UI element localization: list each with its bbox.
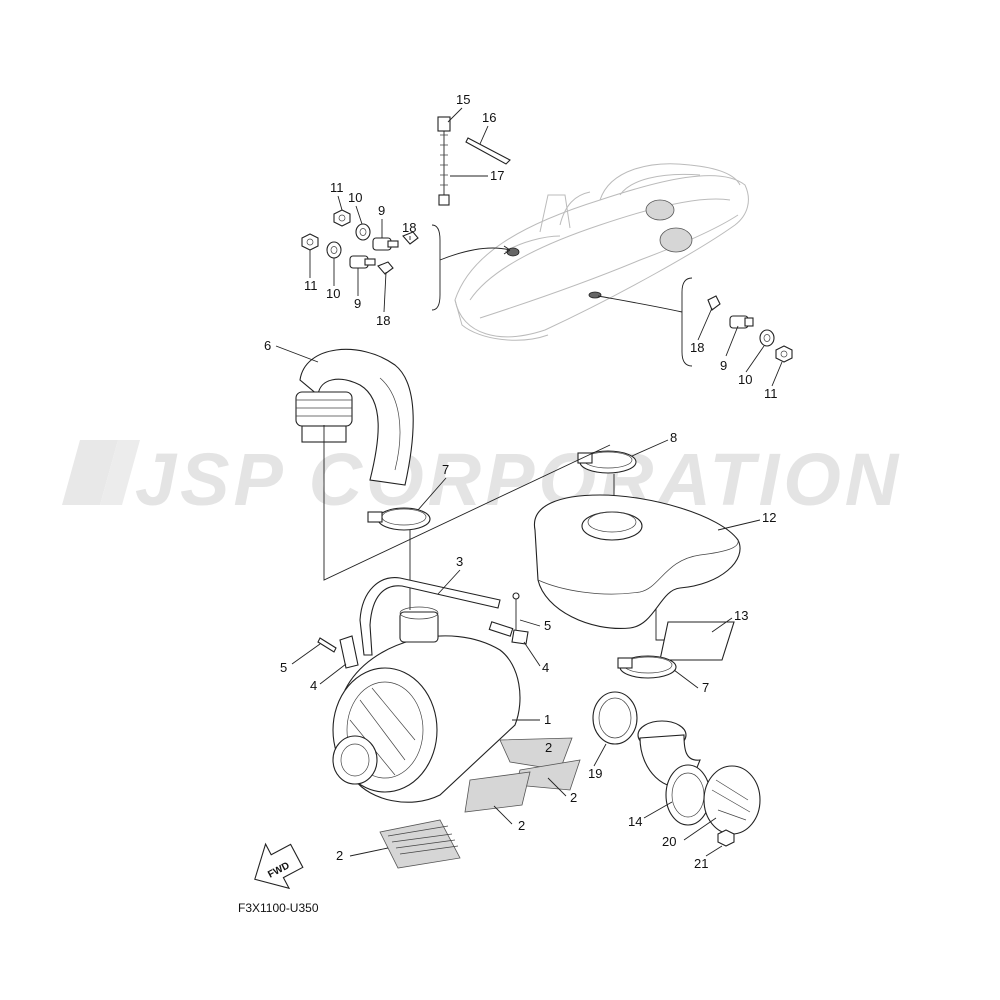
outlet-elbow xyxy=(637,720,711,826)
callout-11-bottom: 11 xyxy=(304,278,318,293)
callout-15: 15 xyxy=(456,92,470,107)
callout-10-right: 10 xyxy=(738,372,752,387)
watermark-text: JSP CORPORATION xyxy=(135,438,902,521)
callout-2-top: 2 xyxy=(545,740,552,755)
callout-10-top: 10 xyxy=(348,190,362,205)
strap xyxy=(359,577,514,656)
fastener-group-right xyxy=(707,295,793,363)
cable-tie-assembly xyxy=(437,116,511,206)
callout-7-upper: 7 xyxy=(442,462,449,477)
hose-clamp-lower xyxy=(617,655,677,679)
callout-1: 1 xyxy=(544,712,551,727)
callout-5-right: 5 xyxy=(544,618,551,633)
callout-4-right: 4 xyxy=(542,660,549,675)
callout-9-bottom: 9 xyxy=(354,296,361,311)
retaining-ring xyxy=(592,691,638,745)
pad xyxy=(659,621,735,661)
callout-11-right: 11 xyxy=(764,386,778,401)
callout-2-middle: 2 xyxy=(518,818,525,833)
diagram-code: F3X1100-U350 xyxy=(238,901,319,915)
callout-9-right: 9 xyxy=(720,358,727,373)
watercraft-outline xyxy=(454,163,749,341)
callout-16: 16 xyxy=(482,110,496,125)
callout-20: 20 xyxy=(662,834,676,849)
bracket-pieces xyxy=(317,592,529,669)
callouts: 15 16 17 11 10 9 18 11 10 9 18 18 9 10 1… xyxy=(264,92,783,871)
hose-clamp-upper xyxy=(367,507,431,531)
screen-disc xyxy=(703,765,761,835)
callout-8: 8 xyxy=(670,430,677,445)
callout-2-left: 2 xyxy=(336,848,343,863)
callout-17: 17 xyxy=(490,168,504,183)
airbox-body xyxy=(332,606,521,803)
callout-19: 19 xyxy=(588,766,602,781)
callout-18-bottom: 18 xyxy=(376,313,390,328)
callout-4-left: 4 xyxy=(310,678,317,693)
callout-13: 13 xyxy=(734,608,748,623)
callout-2-right: 2 xyxy=(570,790,577,805)
callout-9-top: 9 xyxy=(378,203,385,218)
callout-6: 6 xyxy=(264,338,271,353)
callout-21: 21 xyxy=(694,856,708,871)
hose-clamp-8 xyxy=(577,450,637,474)
watermark: JSP CORPORATION xyxy=(62,438,902,521)
callout-10-bottom: 10 xyxy=(326,286,340,301)
callout-11-top: 11 xyxy=(330,180,344,195)
callout-12: 12 xyxy=(762,510,776,525)
callout-3: 3 xyxy=(456,554,463,569)
fastener-group-left xyxy=(301,209,419,275)
resonator-box xyxy=(533,494,741,630)
nut xyxy=(717,829,735,847)
callout-18-right: 18 xyxy=(690,340,704,355)
callout-14: 14 xyxy=(628,814,642,829)
fwd-arrow: FWD xyxy=(254,842,304,890)
heat-shields xyxy=(379,737,581,869)
callout-5-left: 5 xyxy=(280,660,287,675)
callout-7-lower: 7 xyxy=(702,680,709,695)
callout-18-top: 18 xyxy=(402,220,416,235)
